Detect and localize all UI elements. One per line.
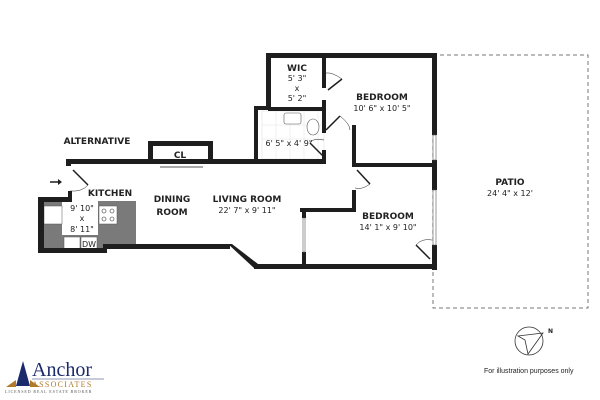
living-room-label: LIVING ROOM (213, 195, 282, 205)
toilet-icon (306, 118, 320, 136)
kitchen-x: x (80, 214, 85, 223)
doors (50, 72, 433, 260)
dishwasher-label: DW (82, 240, 96, 249)
closet-label: CL (174, 151, 187, 161)
kitchen-counters (43, 201, 136, 252)
disclaimer: For illustration purposes only (484, 368, 574, 375)
logo-sub: ASSOCIATES (32, 380, 93, 389)
bedroom2-label: BEDROOM (362, 212, 414, 222)
walls (38, 53, 437, 270)
living-room-dims: 22' 7" x 9' 11" (218, 206, 275, 215)
logo-tagline: LICENSED REAL ESTATE BROKER (5, 389, 92, 394)
kitchen-label: KITCHEN (88, 189, 132, 199)
compass-north-label: N (548, 328, 553, 335)
wic-dim1: 5' 3" (288, 74, 307, 83)
wic-dim2: 5' 2" (288, 94, 307, 103)
bedroom1-label: BEDROOM (356, 93, 408, 103)
bedroom1-dims: 10' 6" x 10' 5" (353, 104, 410, 113)
refrigerator-icon (43, 205, 63, 225)
patio-dims: 24' 4" x 12' (487, 189, 533, 198)
bath-dims: 6' 5" x 4' 9" (265, 139, 312, 148)
bathroom-floor (261, 110, 325, 160)
logo-name: Anchor (32, 359, 92, 381)
windows (302, 134, 437, 253)
dining-label-2: ROOM (156, 208, 187, 218)
compass-icon: N (514, 326, 553, 356)
bedroom2-dims: 14' 1" x 9' 10" (359, 223, 416, 232)
wic-label: WIC (287, 64, 307, 74)
wic-x: x (295, 84, 300, 93)
dining-label-1: DINING (154, 195, 191, 205)
kitchen-dim1: 9' 10" (70, 204, 94, 213)
patio-label: PATIO (495, 178, 525, 188)
kitchen-dim2: 8' 11" (70, 225, 94, 234)
bath-sink-icon (283, 112, 302, 125)
alternative-label: ALTERNATIVE (64, 137, 131, 147)
anchor-associates-logo: Anchor ASSOCIATES LICENSED REAL ESTATE B… (5, 359, 104, 394)
